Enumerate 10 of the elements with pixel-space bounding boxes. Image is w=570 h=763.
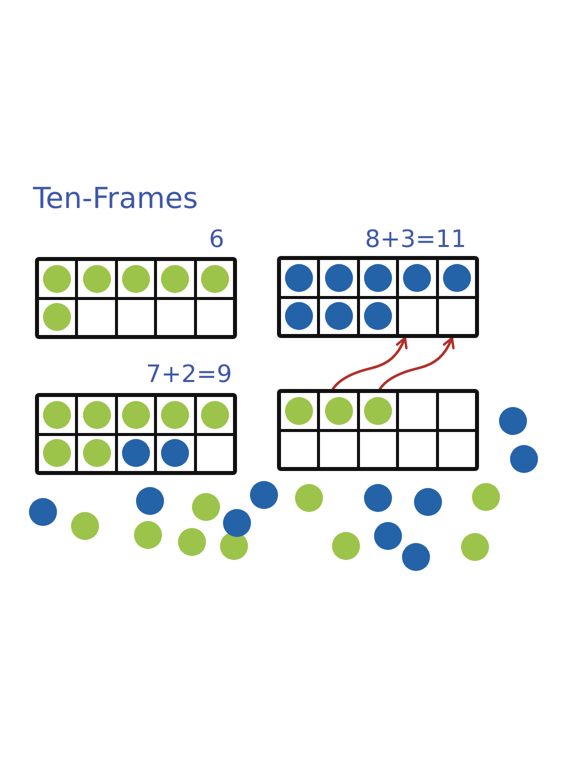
count-label: 6 <box>209 226 224 252</box>
ten-frame <box>35 393 237 475</box>
ten-frame <box>35 257 237 339</box>
arrow <box>332 336 408 390</box>
ten-frame <box>277 389 479 471</box>
ten-frame <box>277 256 479 338</box>
equation-label: 8+3=11 <box>365 226 466 252</box>
arrow <box>378 336 454 390</box>
equation-label: 7+2=9 <box>146 361 232 388</box>
title: Ten-Frames <box>33 183 198 215</box>
